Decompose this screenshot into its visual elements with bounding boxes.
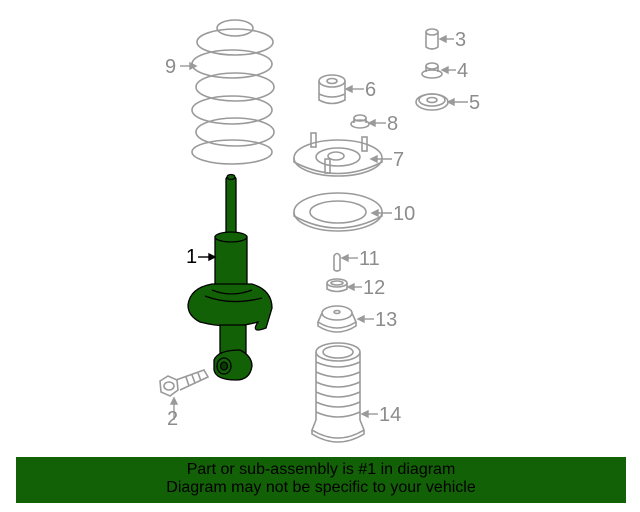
insulator-icon: [318, 74, 346, 105]
coil-spring-icon: [191, 19, 275, 165]
banner-line-1: Part or sub-assembly is #1 in diagram: [186, 461, 456, 478]
callout-8[interactable]: 8: [387, 113, 399, 135]
callout-10[interactable]: 10: [393, 203, 416, 225]
callout-14[interactable]: 14: [379, 404, 402, 426]
strut-assembly-icon[interactable]: [187, 173, 273, 381]
dust-boot-icon: [311, 342, 365, 443]
callout-6[interactable]: 6: [365, 79, 377, 101]
nut-icon: [421, 62, 443, 79]
callout-5[interactable]: 5: [469, 92, 481, 114]
callout-12[interactable]: 12: [363, 277, 386, 299]
upper-mount-icon: [293, 132, 383, 177]
callout-3[interactable]: 3: [455, 29, 467, 51]
washer-icon: [415, 93, 449, 111]
bump-stop-cap-icon: [316, 305, 358, 333]
callout-7[interactable]: 7: [393, 149, 405, 171]
nut-small-icon: [350, 114, 370, 129]
diagram-notice-banner: Part or sub-assembly is #1 in diagram Di…: [16, 457, 626, 503]
spring-seat-icon: [293, 192, 383, 232]
callout-9[interactable]: 9: [165, 56, 177, 78]
collar-icon: [326, 278, 348, 293]
callout-2[interactable]: 2: [167, 408, 179, 430]
pin-icon: [333, 252, 341, 272]
banner-line-2: Diagram may not be specific to your vehi…: [166, 479, 476, 496]
callout-13[interactable]: 13: [375, 309, 398, 331]
callout-4[interactable]: 4: [457, 60, 469, 82]
bolt-icon: [159, 369, 210, 397]
bushing-sleeve-icon: [425, 28, 439, 50]
callout-1[interactable]: 1: [186, 246, 198, 268]
callout-11[interactable]: 11: [359, 248, 380, 270]
